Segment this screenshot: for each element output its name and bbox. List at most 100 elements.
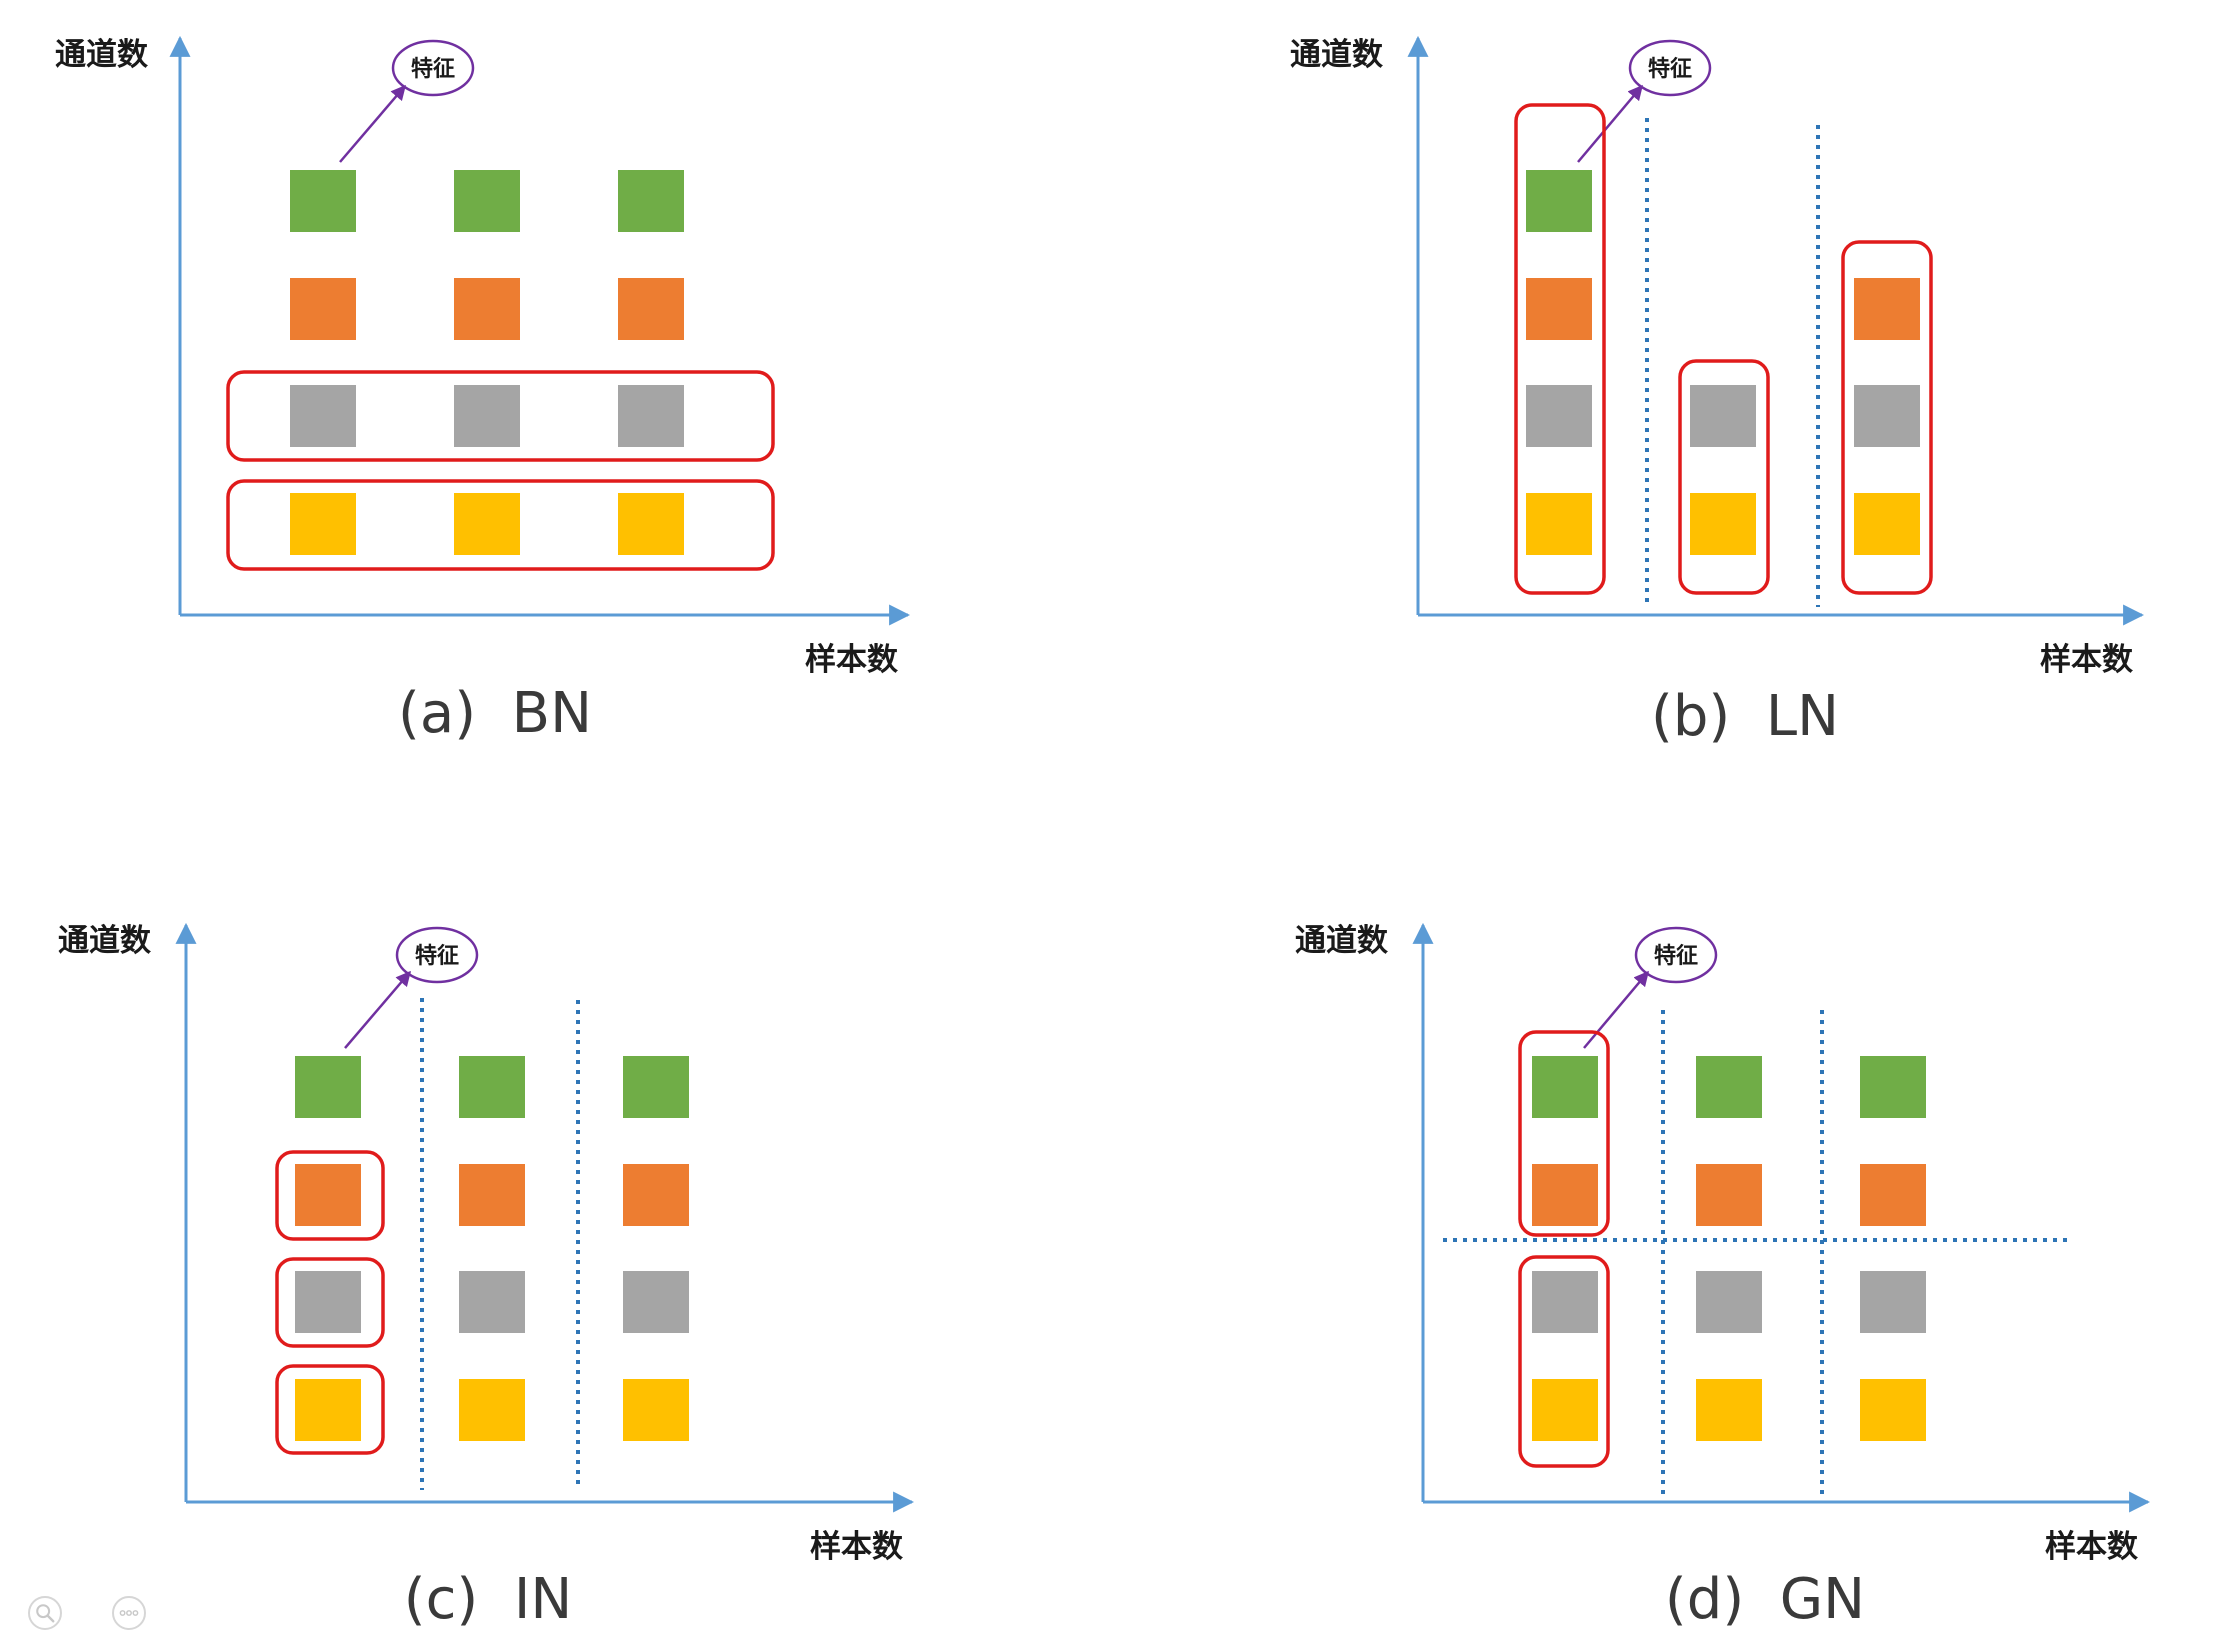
feature-cell <box>1854 493 1920 555</box>
feature-cell <box>290 170 356 232</box>
feature-cell <box>295 1379 361 1441</box>
y-axis-label: 通道数 <box>1290 37 1383 73</box>
feature-label: 特征 <box>415 943 459 969</box>
feature-callout: 特征 <box>344 926 479 1049</box>
feature-bubble <box>395 926 479 984</box>
panel-caption: (b) LN <box>1651 684 1839 749</box>
panel-bn: 通道数 样本数 特征 (a) BN <box>55 35 911 746</box>
channel-row-gray <box>295 1271 689 1333</box>
feature-cell <box>623 1056 689 1118</box>
channel-row-green <box>1532 1056 1926 1118</box>
feature-cell <box>618 170 684 232</box>
feature-callout: 特征 <box>339 39 475 163</box>
panel-caption: (d) GN <box>1665 1567 1865 1630</box>
norm-group-outline <box>275 1257 385 1348</box>
feature-callout: 特征 <box>1583 926 1718 1049</box>
y-axis-label: 通道数 <box>58 923 151 959</box>
feature-cell <box>618 278 684 340</box>
feature-cell <box>1696 1271 1762 1333</box>
feature-cell <box>1532 1379 1598 1441</box>
panel-caption: (c) IN <box>404 1567 573 1630</box>
feature-cell <box>1860 1056 1926 1118</box>
feature-cell <box>1526 278 1592 340</box>
feature-cell <box>1860 1271 1926 1333</box>
feature-cell <box>454 385 520 447</box>
feature-cell <box>454 278 520 340</box>
channel-row-green <box>290 170 684 232</box>
feature-pointer <box>1577 84 1643 163</box>
panel-caption: (a) BN <box>398 681 592 746</box>
norm-group-outline <box>226 370 775 462</box>
feature-cell <box>623 1379 689 1441</box>
feature-label: 特征 <box>1648 56 1692 82</box>
zoom-button[interactable] <box>28 1596 62 1630</box>
feature-cell <box>1526 493 1592 555</box>
feature-cell <box>1526 385 1592 447</box>
y-axis-label: 通道数 <box>55 37 148 73</box>
norm-group-outline <box>275 1364 385 1455</box>
feature-cell <box>1532 1271 1598 1333</box>
feature-cell <box>618 385 684 447</box>
feature-bubble <box>391 39 475 97</box>
feature-cell <box>1860 1379 1926 1441</box>
feature-cell <box>454 170 520 232</box>
channel-row-yellow <box>1532 1379 1926 1441</box>
feature-cell <box>290 278 356 340</box>
channel-row-yellow <box>290 493 684 555</box>
feature-callout: 特征 <box>1577 39 1712 163</box>
more-button[interactable] <box>112 1596 146 1630</box>
channel-row-orange <box>290 278 684 340</box>
x-axis-label: 样本数 <box>2040 642 2133 678</box>
feature-cell <box>295 1056 361 1118</box>
feature-cell <box>1696 1056 1762 1118</box>
feature-cell <box>459 1271 525 1333</box>
feature-cell <box>1532 1056 1598 1118</box>
feature-cell <box>1526 170 1592 232</box>
feature-cell <box>618 493 684 555</box>
feature-pointer <box>1583 970 1649 1049</box>
feature-cell <box>623 1164 689 1226</box>
norm-group-outline <box>275 1150 385 1241</box>
panel-gn: 通道数 样本数 特征 <box>1295 922 2151 1630</box>
feature-cell <box>459 1164 525 1226</box>
feature-pointer <box>344 970 411 1049</box>
feature-cell <box>290 385 356 447</box>
feature-cell <box>459 1056 525 1118</box>
feature-label: 特征 <box>411 56 455 82</box>
feature-cell <box>295 1164 361 1226</box>
channel-row-gray <box>1532 1271 1926 1333</box>
feature-pointer <box>339 84 406 163</box>
feature-cell <box>1860 1164 1926 1226</box>
norm-group-outline <box>1518 1030 1610 1237</box>
sample-column <box>1854 278 1920 555</box>
feature-cell <box>1854 278 1920 340</box>
norm-group-outline <box>1678 359 1770 595</box>
norm-group-outline <box>1514 103 1606 595</box>
feature-cell <box>1696 1164 1762 1226</box>
channel-row-green <box>295 1056 689 1118</box>
channel-row-gray <box>290 385 684 447</box>
sample-column <box>1526 170 1592 555</box>
feature-cell <box>1696 1379 1762 1441</box>
feature-cell <box>623 1271 689 1333</box>
x-axis-label: 样本数 <box>810 1529 903 1565</box>
ellipsis-icon <box>119 1610 139 1616</box>
x-axis-label: 样本数 <box>805 642 898 678</box>
feature-bubble <box>1634 926 1718 984</box>
feature-label: 特征 <box>1654 943 1698 969</box>
feature-cell <box>454 493 520 555</box>
feature-cell <box>1690 493 1756 555</box>
feature-cell <box>1690 385 1756 447</box>
panel-in: 通道数 样本数 特征 <box>58 922 915 1630</box>
x-axis-label: 样本数 <box>2045 1529 2138 1565</box>
feature-cell <box>295 1271 361 1333</box>
channel-row-orange <box>295 1164 689 1226</box>
norm-group-outline <box>226 479 775 571</box>
feature-cell <box>1532 1164 1598 1226</box>
feature-cell <box>459 1379 525 1441</box>
channel-row-yellow <box>295 1379 689 1441</box>
norm-group-outline <box>1841 240 1933 595</box>
norm-group-outline <box>1518 1255 1610 1468</box>
panel-ln: 通道数 样本数 特征 (b) LN <box>1290 35 2145 749</box>
